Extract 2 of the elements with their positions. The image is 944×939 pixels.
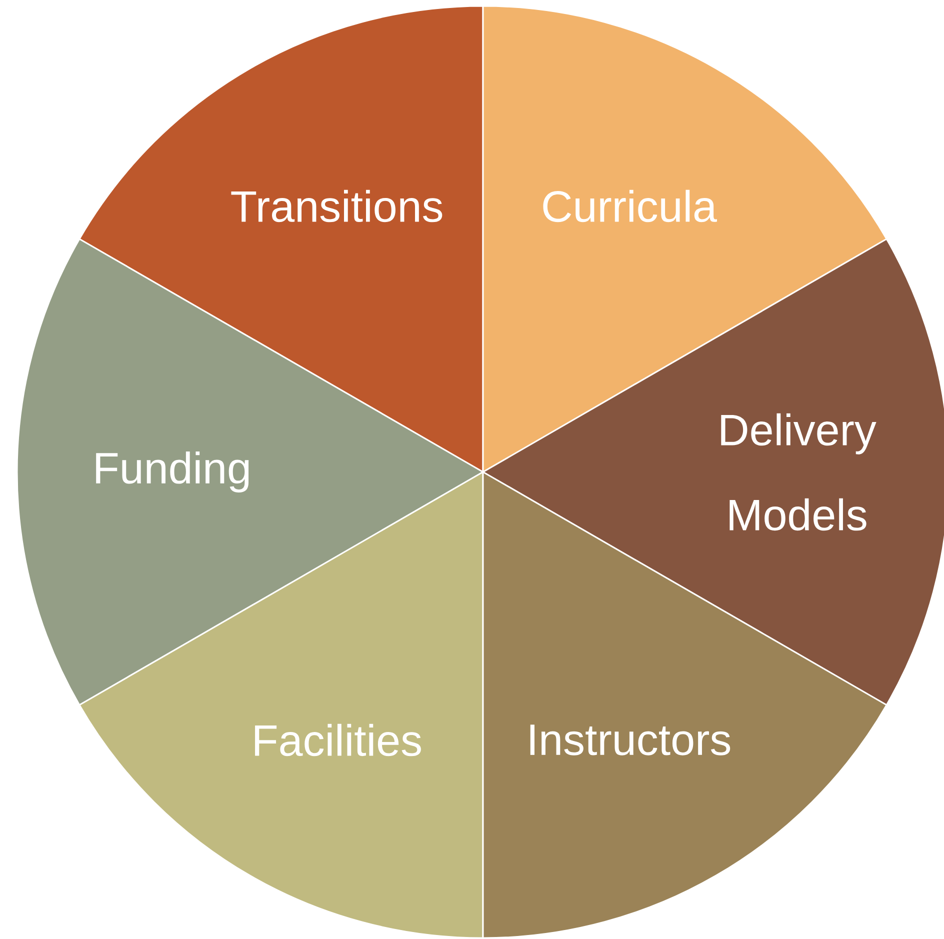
pie-slice: Funding (16, 238, 484, 706)
pie-slice: Delivery Models (482, 238, 944, 706)
